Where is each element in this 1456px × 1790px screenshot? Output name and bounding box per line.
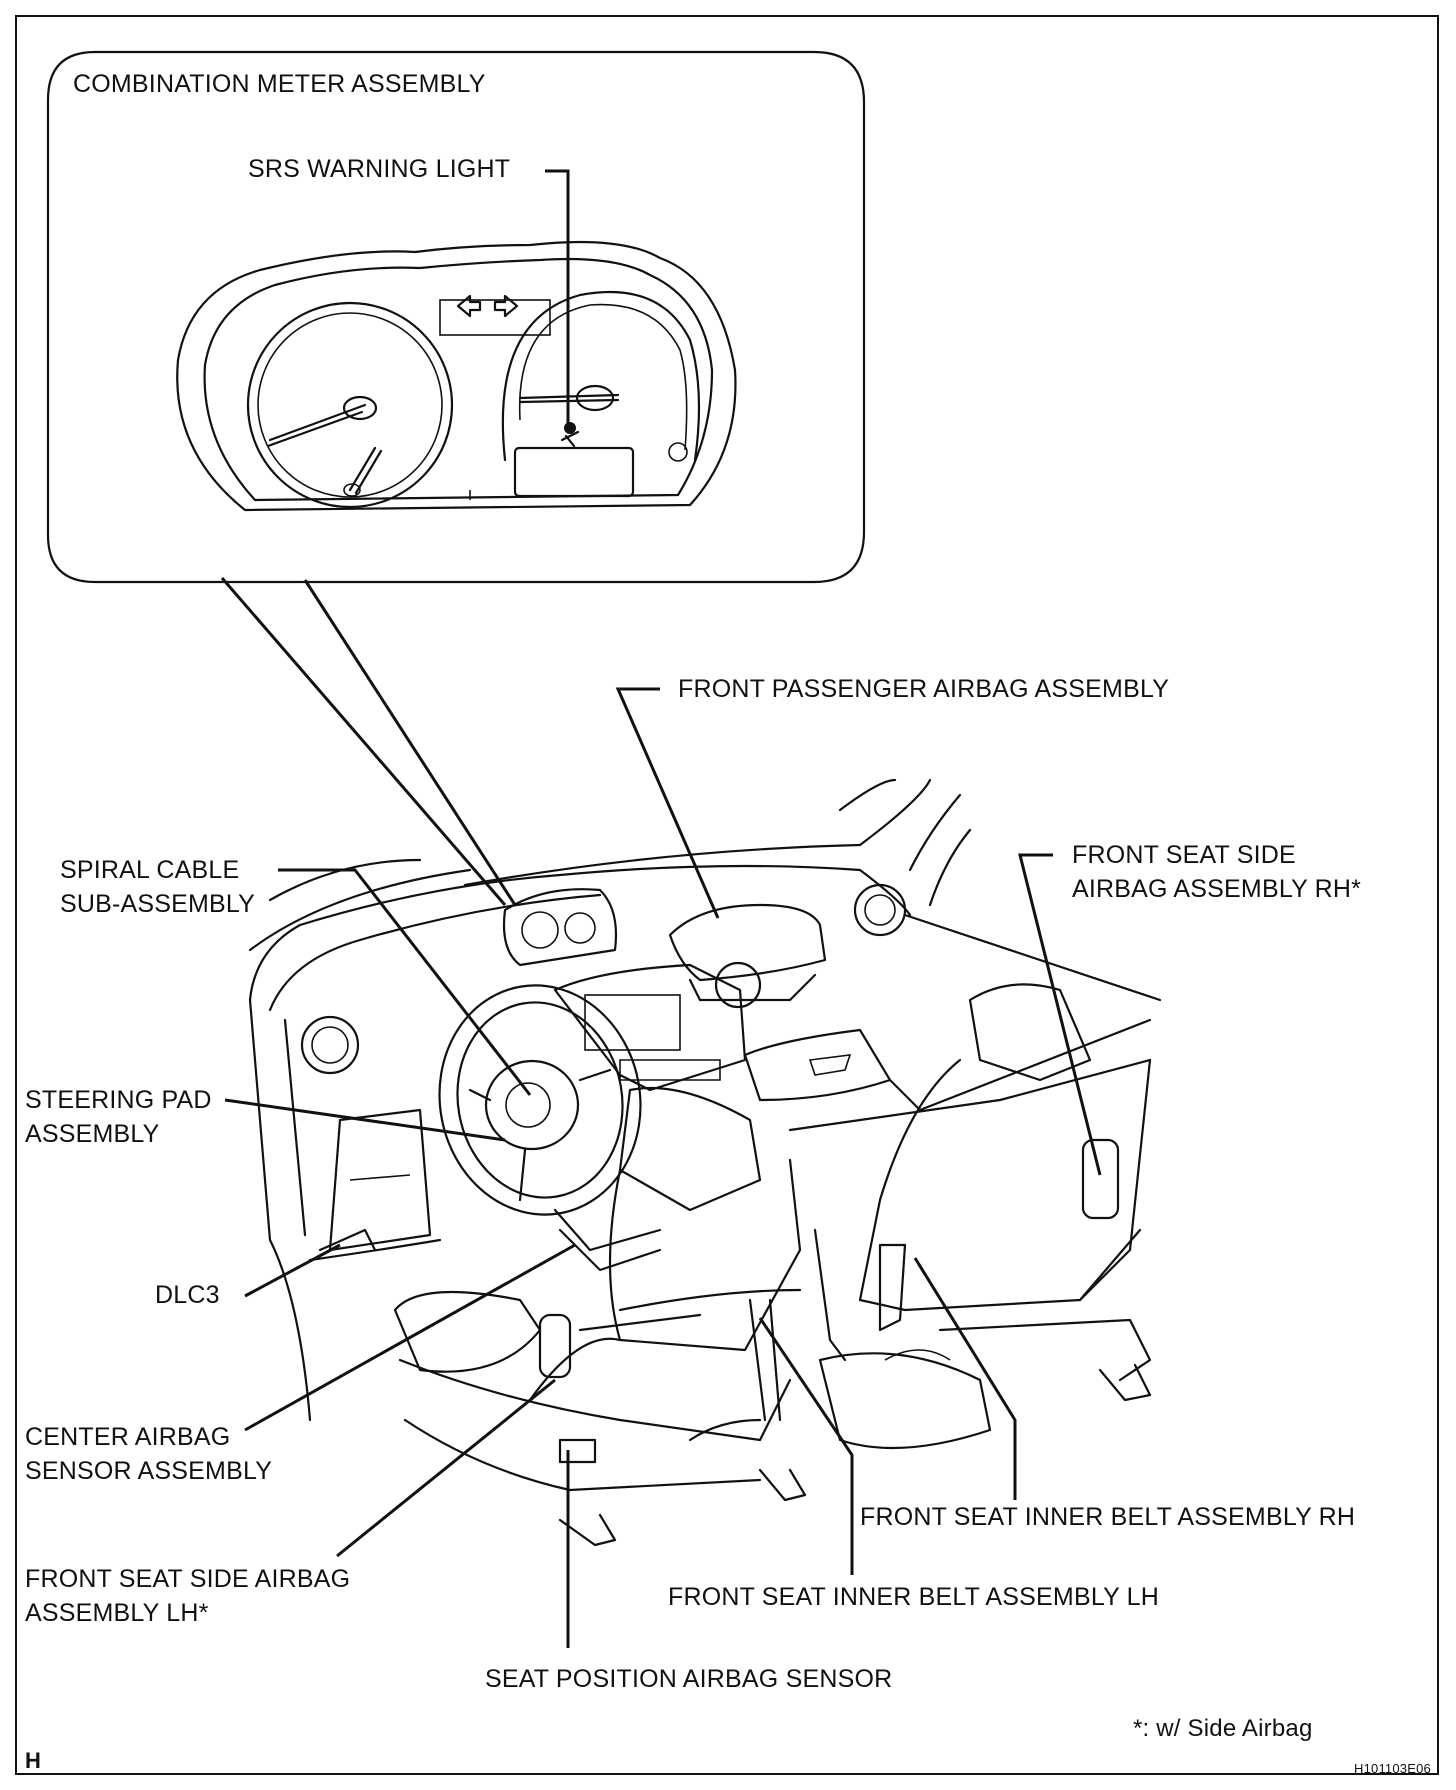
label-srs-warning-light: SRS WARNING LIGHT <box>248 155 511 183</box>
leader-spiral-cable <box>278 868 532 1096</box>
vehicle-interior-drawing <box>248 778 1162 1547</box>
inset-box <box>46 50 866 584</box>
label-front-seat-side-airbag-lh: FRONT SEAT SIDE AIRBAG ASSEMBLY LH* <box>25 1565 351 1627</box>
corner-letter: H <box>25 1748 42 1773</box>
diagram-frame <box>15 15 1439 1775</box>
label-front-seat-inner-belt-rh: FRONT SEAT INNER BELT ASSEMBLY RH <box>860 1503 1356 1531</box>
callout-line-left <box>220 577 507 906</box>
footnote: *: w/ Side Airbag <box>1133 1715 1313 1742</box>
leader-srs-warning-light <box>545 169 570 428</box>
leader-front-seat-side-airbag-rh <box>1018 853 1102 1176</box>
label-seat-position-sensor: SEAT POSITION AIRBAG SENSOR <box>485 1665 893 1693</box>
label-spiral-cable: SPIRAL CABLE SUB-ASSEMBLY <box>60 856 256 918</box>
label-steering-pad: STEERING PAD ASSEMBLY <box>25 1086 212 1148</box>
label-center-airbag-sensor: CENTER AIRBAG SENSOR ASSEMBLY <box>25 1423 273 1485</box>
leader-front-passenger-airbag <box>615 687 720 919</box>
leader-steering-pad <box>224 1098 506 1142</box>
combination-meter-drawing <box>176 240 737 512</box>
leader-front-seat-inner-belt-lh <box>758 1317 854 1575</box>
callout-line-right <box>303 579 517 906</box>
label-dlc3: DLC3 <box>155 1281 220 1309</box>
label-front-seat-inner-belt-lh: FRONT SEAT INNER BELT ASSEMBLY LH <box>668 1583 1160 1611</box>
label-front-seat-side-airbag-rh: FRONT SEAT SIDE AIRBAG ASSEMBLY RH* <box>1072 841 1362 903</box>
leader-center-airbag-sensor <box>244 1243 576 1432</box>
inset-title: COMBINATION METER ASSEMBLY <box>73 70 486 98</box>
figure-code: H101103E06 <box>1354 1761 1431 1776</box>
leader-front-seat-inner-belt-rh <box>913 1257 1017 1500</box>
label-front-passenger-airbag: FRONT PASSENGER AIRBAG ASSEMBLY <box>678 675 1170 703</box>
leader-front-seat-side-airbag-lh <box>336 1378 556 1558</box>
leader-dlc3 <box>244 1243 341 1298</box>
